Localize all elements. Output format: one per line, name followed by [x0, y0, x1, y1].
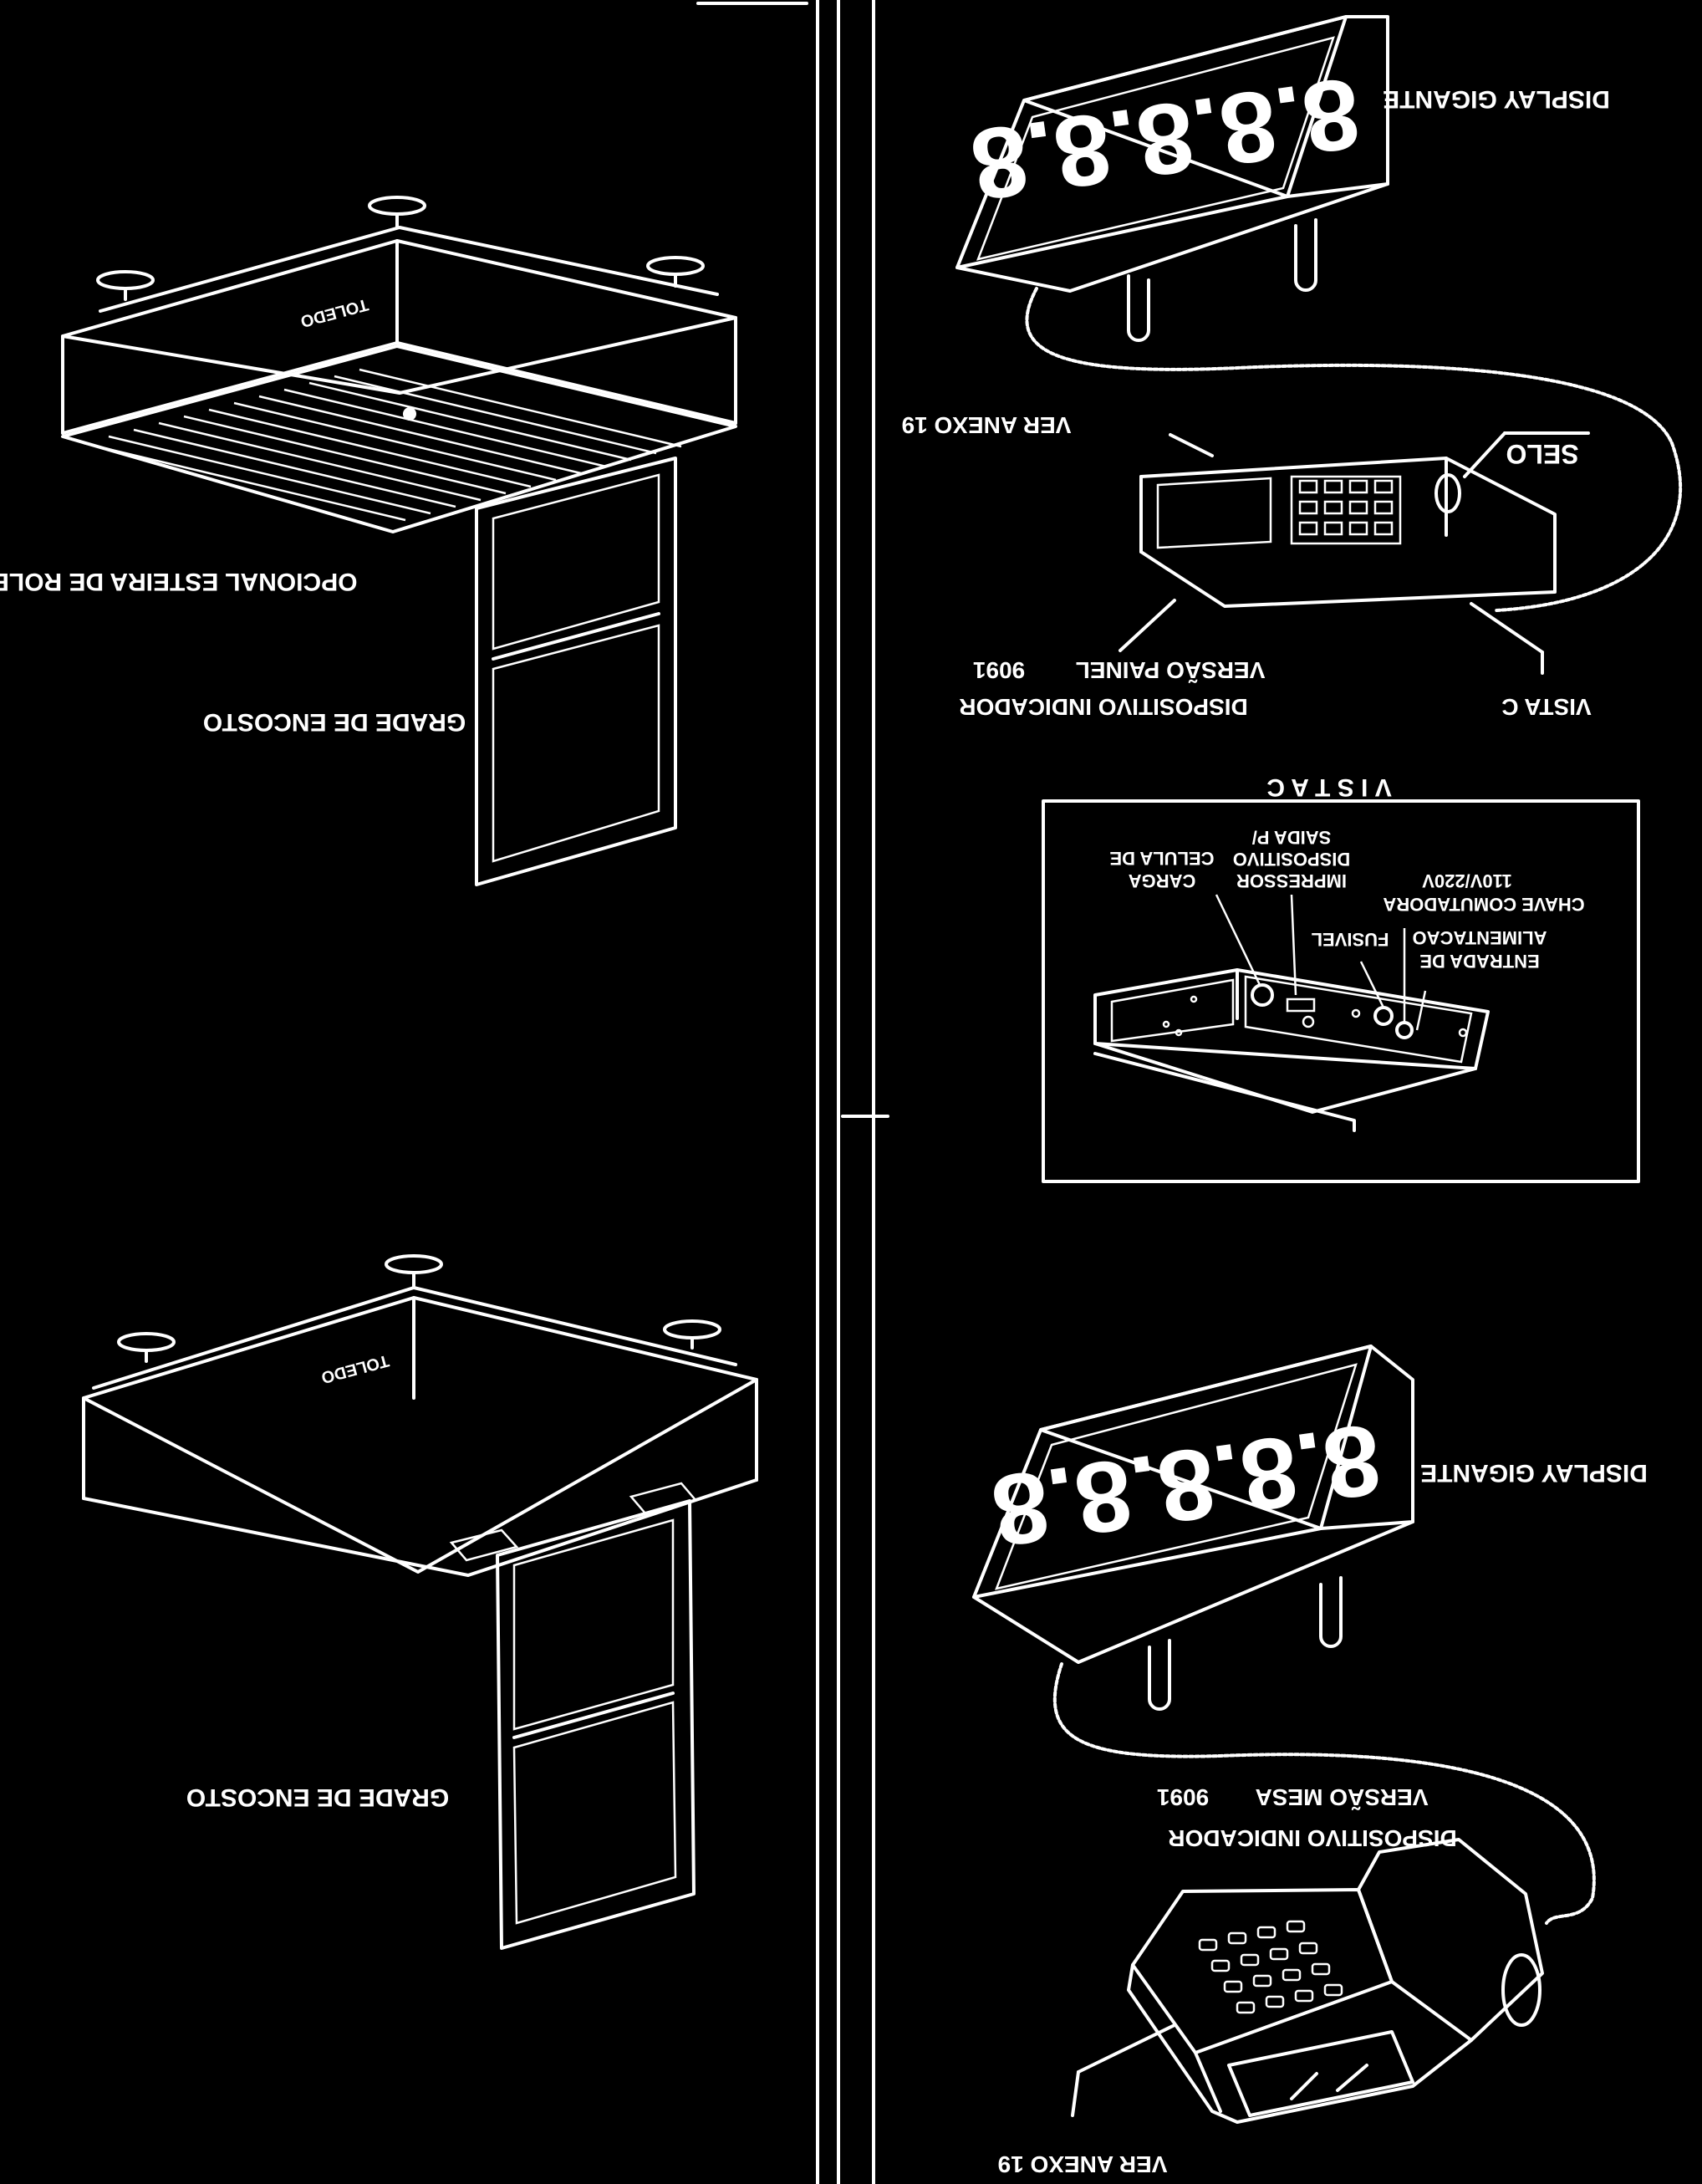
- see-annex-bottom: VER ANEXO 19: [998, 2151, 1168, 2177]
- load-cell-line2: CARGA: [1129, 870, 1196, 891]
- scale-bottom: GRADE DE ENCOSTO TOLEDO: [82, 1254, 758, 1950]
- scale-top-body: [61, 226, 737, 435]
- load-cell-line1: CELULA DE: [1109, 848, 1214, 869]
- scale-top-grade: [475, 457, 677, 886]
- roller-option-label: OPCIONAL ESTEIRA DE ROLETES: [0, 568, 358, 595]
- switch-line1: 110V/220V: [1422, 870, 1512, 891]
- scale-bottom-feet: [117, 1254, 721, 1363]
- seal-label: SELO: [1506, 439, 1578, 469]
- desk-indicator-model: 9091: [1157, 1784, 1209, 1810]
- view-c: V I S T A C CELULA DE: [1042, 773, 1640, 1183]
- panel-dividers: [696, 0, 889, 2184]
- printer-output-line1: SAIDA P/: [1252, 827, 1332, 848]
- cable-bottom: [1052, 1662, 1596, 1925]
- scale-bottom-grade: [496, 1499, 696, 1950]
- view-c-title: V I S T A C: [1266, 773, 1391, 801]
- display-top-label: DISPLAY GIGANTE: [1383, 85, 1610, 113]
- panel-indicator: SELO 9091 VERSÃO PAINEL DISPOSITIVO INDI…: [959, 431, 1592, 720]
- grade-label-top: GRADE DE ENCOSTO: [203, 708, 466, 736]
- printer-output-line3: IMPRESSOR: [1236, 870, 1347, 891]
- see-annex-top: VER ANEXO 19: [902, 412, 1072, 438]
- panel-indicator-model: 9091: [973, 657, 1025, 683]
- cable-top: [1025, 287, 1683, 612]
- fuse-label: FUSIVEL: [1312, 929, 1389, 950]
- switch-line2: CHAVE COMUTADORA: [1383, 894, 1584, 915]
- view-c-unit: [1093, 968, 1490, 1132]
- scale-top-rollers: [61, 344, 737, 533]
- power-input-line2: ENTRADA DE: [1419, 951, 1539, 972]
- desk-indicator: [1071, 1838, 1544, 2124]
- view-c-frame: [1042, 799, 1640, 1183]
- view-c-leaders: [1215, 894, 1427, 1031]
- printer-output-line2: DISPOSITIVO: [1233, 849, 1351, 870]
- scale-top: OPCIONAL ESTEIRA DE ROLETES GRADE DE ENC…: [0, 196, 737, 886]
- display-bottom-label: DISPLAY GIGANTE: [1420, 1459, 1648, 1487]
- grade-label-bottom: GRADE DE ENCOSTO: [186, 1783, 450, 1811]
- panel-indicator-version: VERSÃO PAINEL: [1076, 657, 1266, 683]
- scale-top-feet: [96, 196, 705, 301]
- desk-indicator-version: VERSÃO MESA: [1256, 1784, 1429, 1810]
- view-c-reference: VISTA C: [1501, 694, 1591, 720]
- panel-indicator-name: DISPOSITIVO INDICADOR: [959, 694, 1247, 720]
- power-input-line1: ALIMENTACAO: [1413, 927, 1547, 948]
- scale-bottom-body: [82, 1286, 758, 1577]
